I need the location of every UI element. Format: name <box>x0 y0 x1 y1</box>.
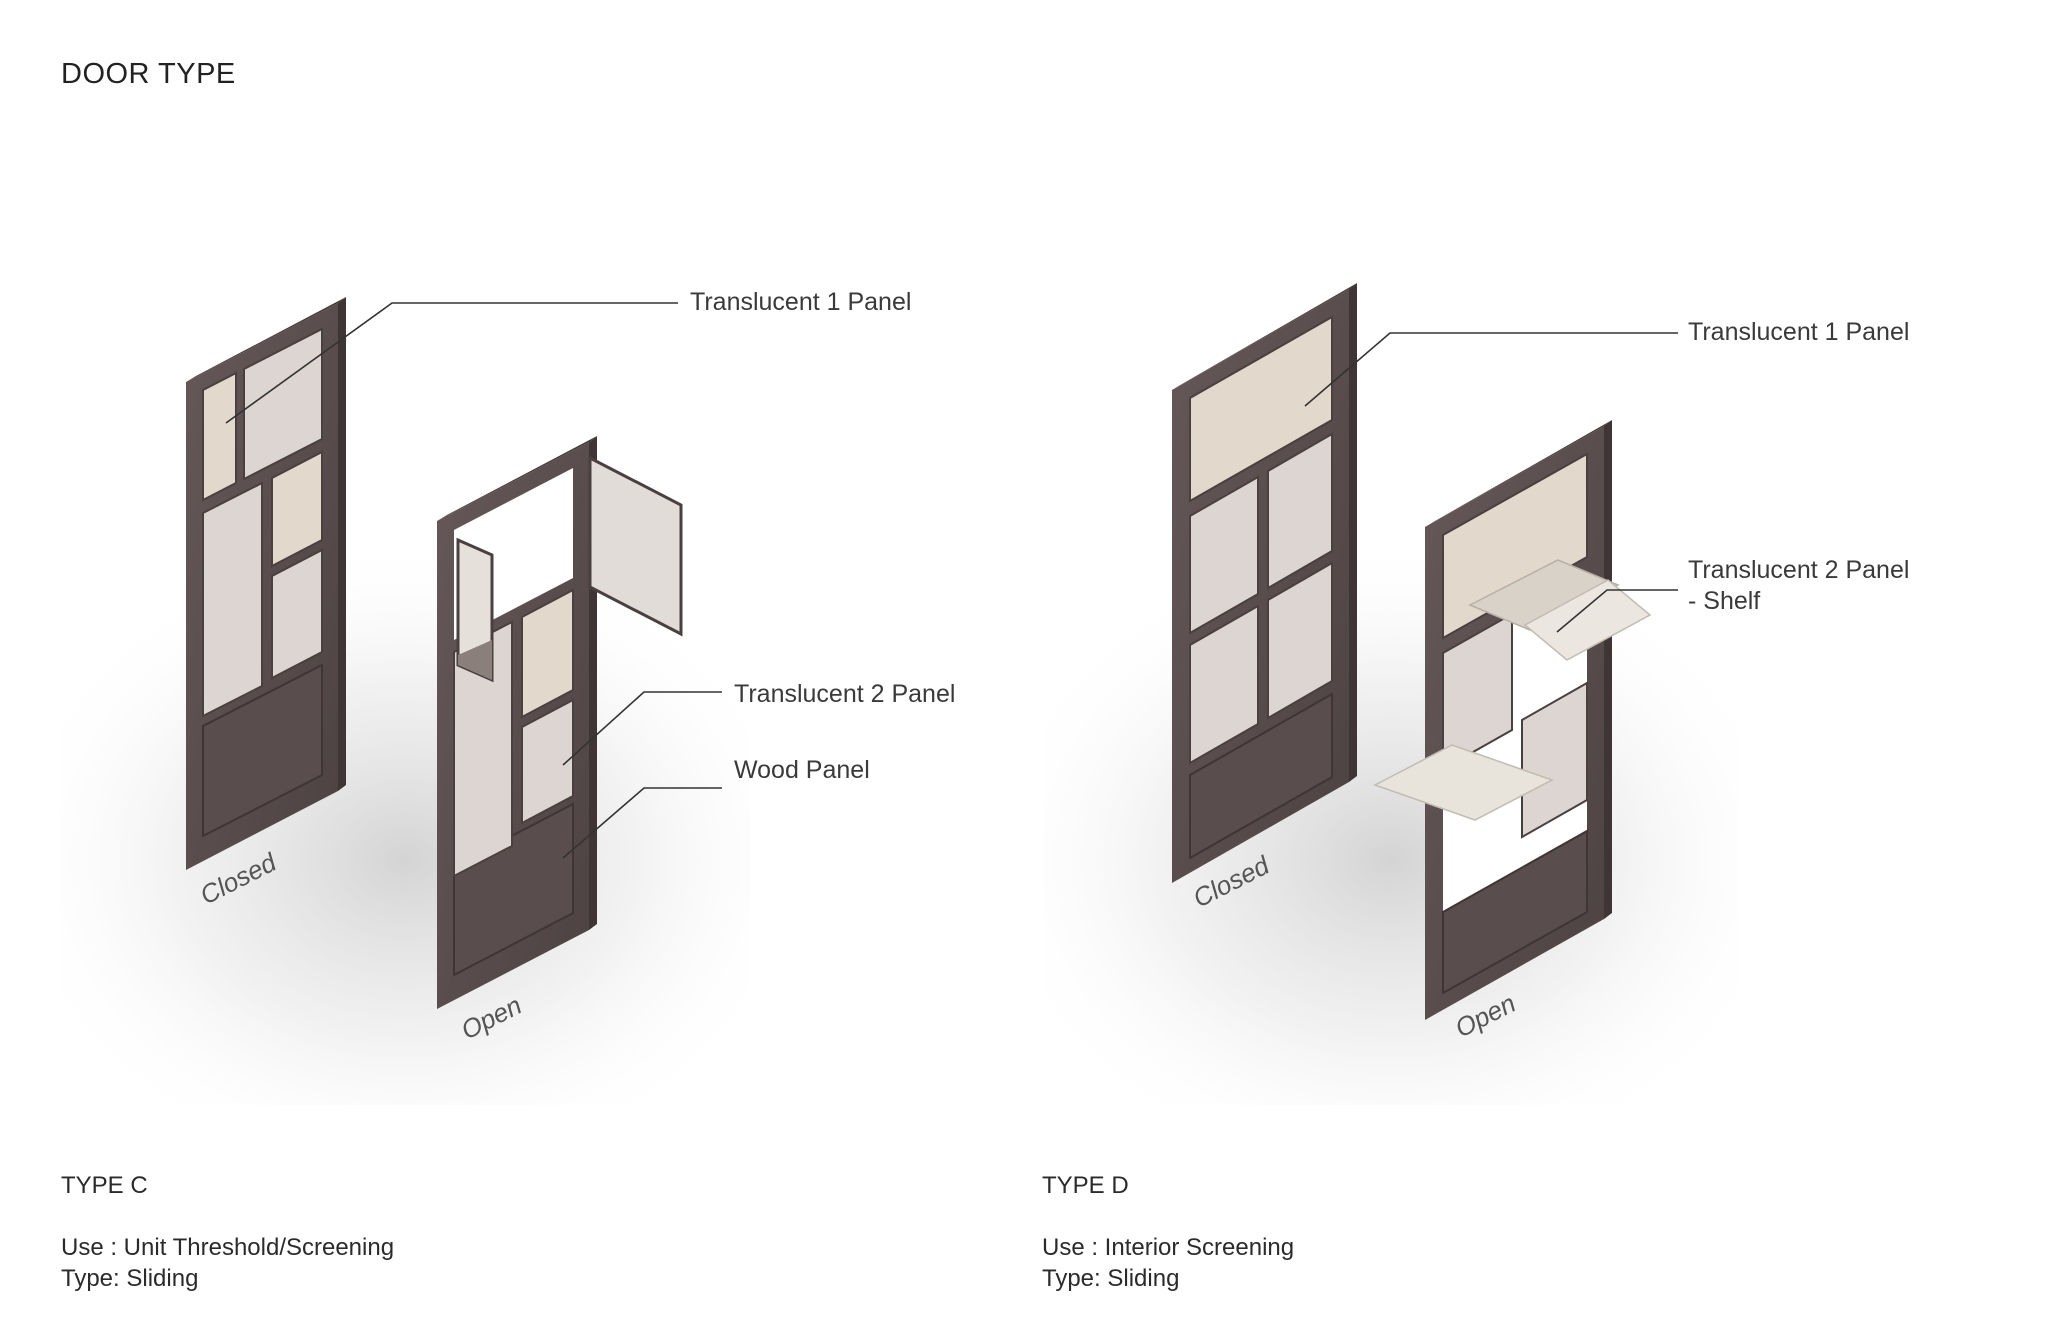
type-c-info: TYPE C Use : Unit Threshold/Screening Ty… <box>61 1170 394 1294</box>
type-c-callout-wood-panel: Wood Panel <box>734 756 870 784</box>
type-d-illustration: Translucent 1 Panel Translucent 2 Panel … <box>1043 283 1909 1105</box>
type-d-shelf-bottom <box>1373 744 1554 821</box>
type-d-shadow <box>1043 560 1738 1105</box>
type-c-callout-translucent-2: Translucent 2 Panel <box>734 680 955 708</box>
type-c-type: Type: Sliding <box>61 1265 199 1292</box>
type-c-illustration: Translucent 1 Panel Translucent 2 Panel … <box>60 288 955 1105</box>
type-c-use: Use : Unit Threshold/Screening <box>61 1234 395 1261</box>
type-d-use: Use : Interior Screening <box>1042 1234 1295 1261</box>
type-d-callout-line-1 <box>1304 332 1678 407</box>
type-d-open-door <box>1373 420 1652 1020</box>
type-c-open-door <box>437 436 683 1009</box>
type-c-callout-line-1 <box>225 302 678 424</box>
type-d-type: Type: Sliding <box>1042 1265 1180 1292</box>
page-title: DOOR TYPE <box>61 58 236 90</box>
type-c-shadow <box>60 560 750 1105</box>
type-c-callout-line-3 <box>562 787 722 859</box>
type-d-name: TYPE D <box>1042 1172 1129 1199</box>
type-d-closed-door <box>1172 283 1357 883</box>
type-c-closed-door <box>186 297 346 870</box>
type-d-callout-translucent-2: Translucent 2 Panel <box>1688 556 1909 584</box>
type-c-name: TYPE C <box>61 1172 148 1199</box>
type-c-callout-translucent-1: Translucent 1 Panel <box>690 288 911 316</box>
type-d-callout-shelf: - Shelf <box>1688 587 1760 615</box>
type-d-callout-translucent-1: Translucent 1 Panel <box>1688 318 1909 346</box>
type-d-shelf-top <box>1468 559 1620 631</box>
type-d-info: TYPE D Use : Interior Screening Type: Sl… <box>1042 1170 1294 1294</box>
type-d-callout-line-2 <box>1556 589 1678 633</box>
type-c-callout-line-2 <box>562 691 722 766</box>
